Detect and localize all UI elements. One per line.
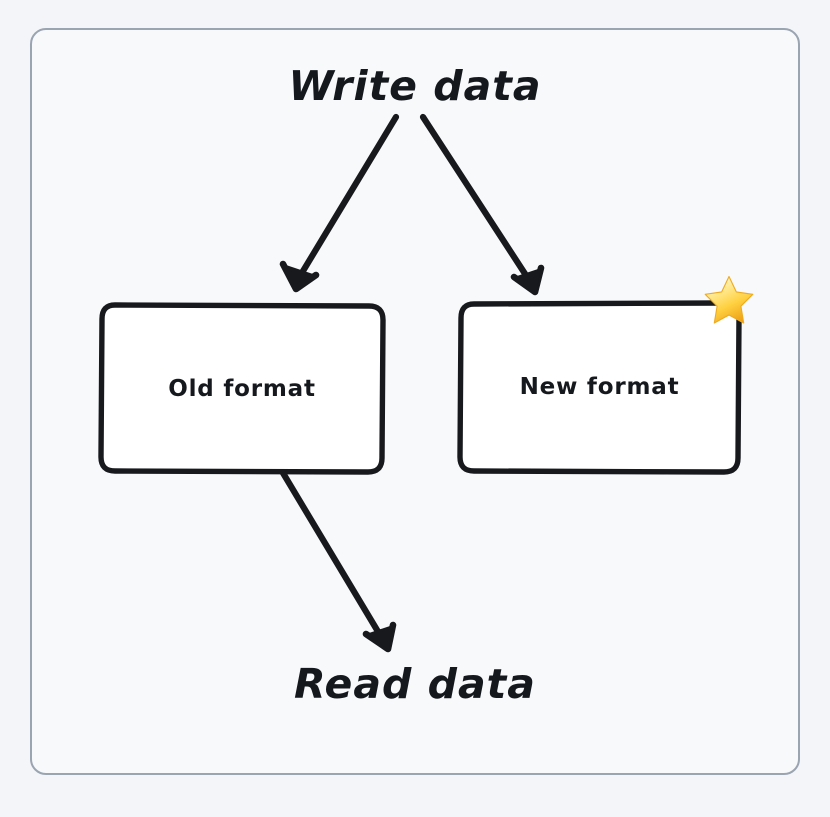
write-data-title: Write data (288, 62, 542, 110)
read-data-title: Read data (294, 660, 536, 708)
arrow-write-to-new-format (419, 113, 545, 296)
old-format-box[interactable] (98, 302, 386, 475)
arrow-write-to-old-format (279, 113, 400, 293)
new-format-label: New format (519, 374, 680, 400)
old-format-label: Old format (168, 376, 316, 402)
star-icon (704, 275, 754, 324)
arrow-old-format-to-read (279, 469, 397, 653)
